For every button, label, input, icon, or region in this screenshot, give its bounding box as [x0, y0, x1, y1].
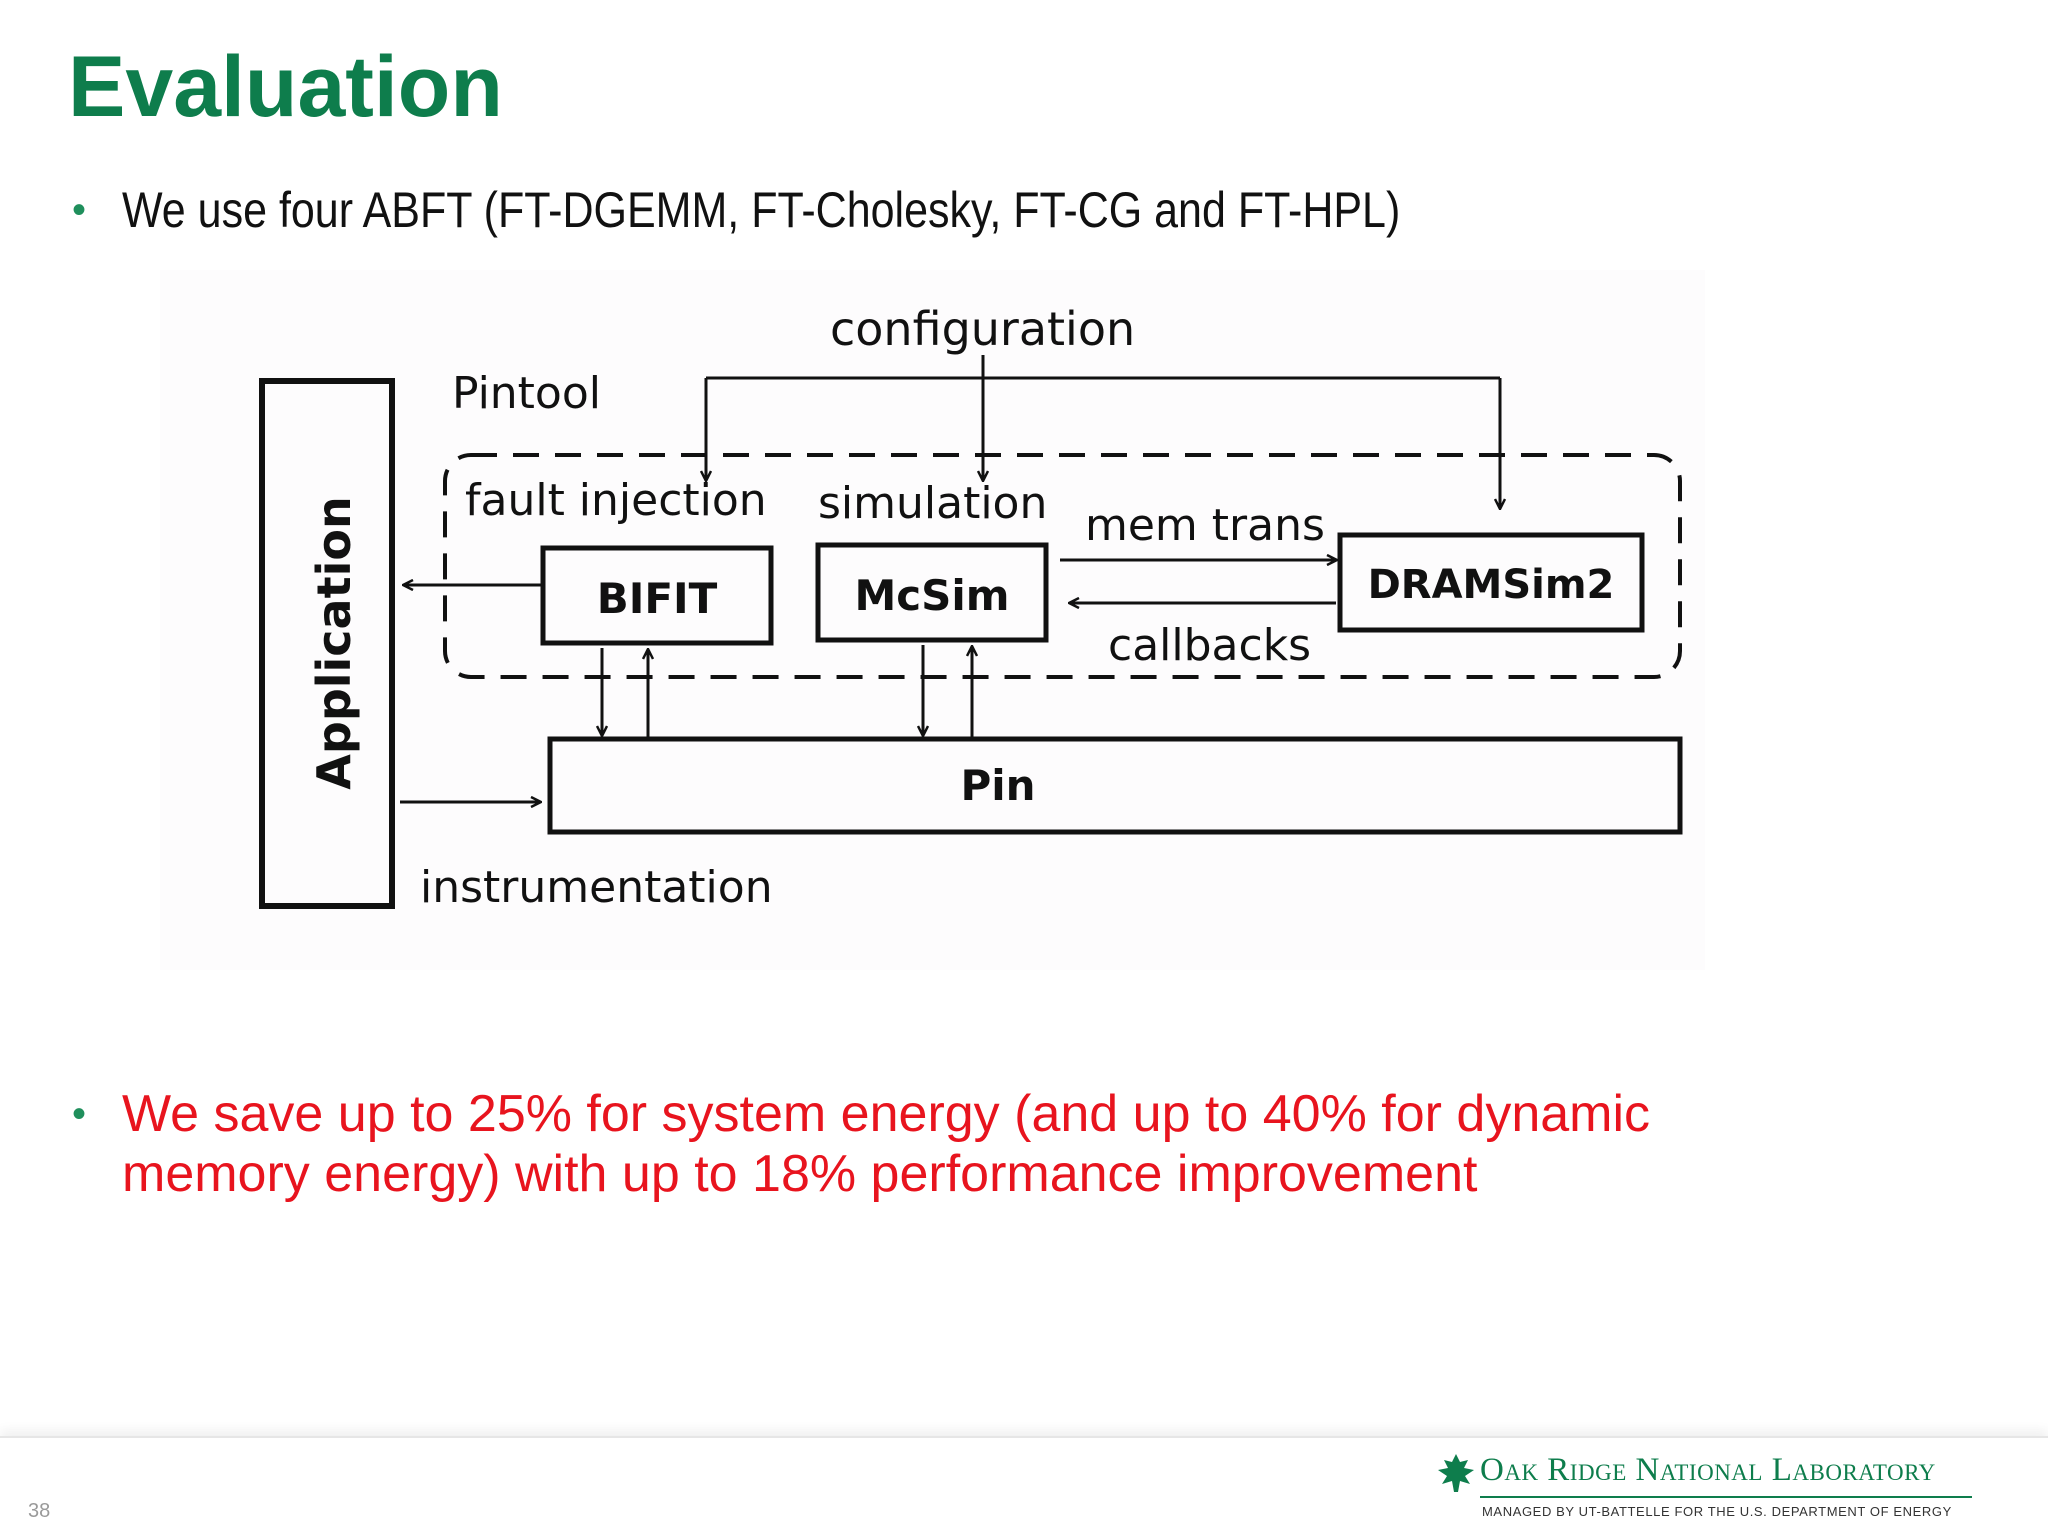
mcsim-label: McSim — [854, 571, 1009, 620]
dramsim-box — [1337, 532, 1645, 633]
architecture-diagram-svg: configuration Pintool Application fault … — [259, 302, 1683, 913]
simulation-label: simulation — [818, 478, 1047, 529]
bullet-abft: • We use four ABFT (FT-DGEMM, FT-Cholesk… — [72, 180, 1608, 240]
application-box — [259, 378, 395, 909]
application-label: Application — [307, 496, 361, 789]
architecture-diagram: configuration Pintool Application fault … — [160, 270, 1705, 970]
mcsim-box — [815, 542, 1049, 643]
callbacks-label: callbacks — [1108, 620, 1311, 671]
bullet-abft-text: We use four ABFT (FT-DGEMM, FT-Cholesky,… — [122, 182, 1401, 238]
fault-injection-label: fault injection — [465, 475, 767, 526]
bullet-energy-savings-text: We save up to 25% for system energy (and… — [122, 1085, 1651, 1203]
bifit-box — [540, 545, 774, 646]
pin-label: Pin — [960, 761, 1035, 810]
configuration-label: configuration — [830, 302, 1135, 356]
pintool-label: Pintool — [452, 368, 601, 419]
ornl-logo: Oak Ridge National Laboratory MANAGED BY… — [1436, 1452, 1976, 1524]
pintool-boundary — [443, 453, 1682, 679]
page-number: 38 — [28, 1500, 51, 1522]
footer-bar — [0, 1436, 2048, 1538]
bullet-energy-savings: • We save up to 25% for system energy (a… — [72, 1084, 1852, 1204]
dramsim-label: DRAMSim2 — [1368, 562, 1615, 608]
bullet-dot: • — [72, 1092, 87, 1136]
ornl-rule — [1480, 1496, 1972, 1498]
bifit-label: BIFIT — [597, 574, 718, 623]
pin-box — [547, 736, 1683, 835]
ornl-leaf-icon — [1438, 1454, 1474, 1492]
ornl-name: Oak Ridge National Laboratory — [1480, 1452, 1936, 1488]
ornl-managed-by: MANAGED BY UT-BATTELLE FOR THE U.S. DEPA… — [1482, 1504, 1952, 1519]
instrumentation-label: instrumentation — [420, 862, 773, 913]
slide-title: Evaluation — [68, 39, 503, 135]
bullet-dot: • — [72, 188, 87, 232]
mem-trans-label: mem trans — [1085, 500, 1325, 551]
